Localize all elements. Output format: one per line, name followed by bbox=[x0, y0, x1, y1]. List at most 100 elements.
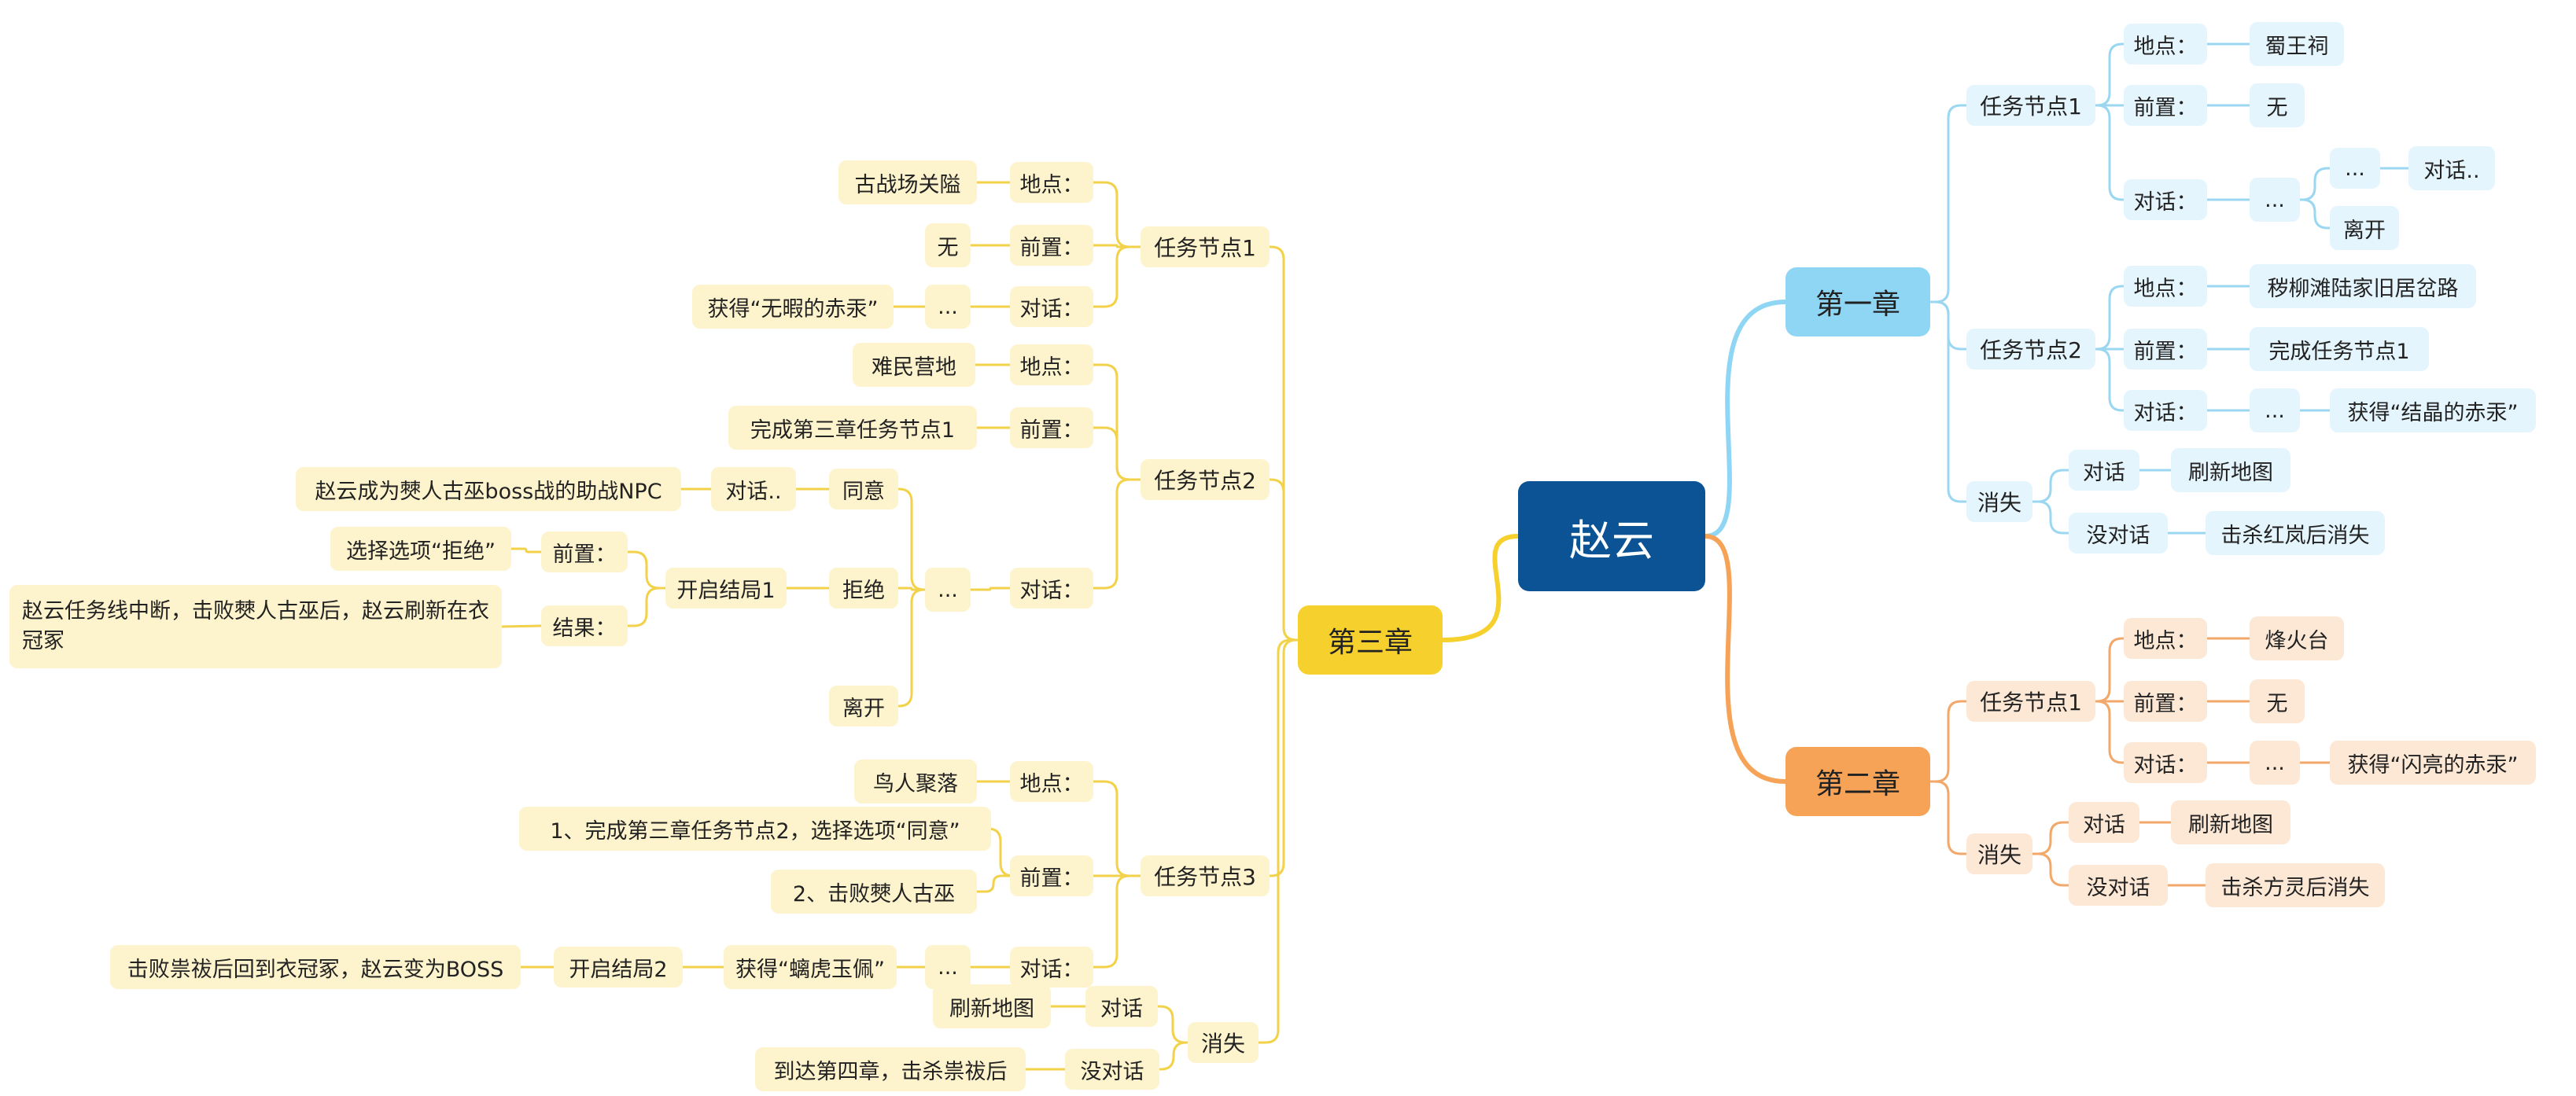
node-c2t1prev[interactable]: 无 bbox=[2250, 679, 2305, 723]
node-c2t1get[interactable]: 获得“闪亮的赤汞” bbox=[2330, 741, 2536, 785]
node-label: 完成任务节点1 bbox=[2268, 339, 2410, 364]
node-c2t1pre[interactable]: 前置： bbox=[2124, 681, 2207, 722]
node-c1t1dlg2[interactable]: 对话.. bbox=[2408, 146, 2495, 190]
node-label: ... bbox=[938, 577, 958, 602]
node-c2t1dlg[interactable]: 对话： bbox=[2124, 742, 2207, 783]
connector-c3t1pre bbox=[1093, 244, 1141, 248]
node-c1t1pre[interactable]: 前置： bbox=[2124, 85, 2207, 126]
node-c3t3prev1[interactable]: 1、完成第三章任务节点2，选择选项“同意” bbox=[519, 807, 991, 851]
node-c2t1dots[interactable]: ... bbox=[2250, 741, 2300, 785]
node-c1t1prev[interactable]: 无 bbox=[2250, 83, 2305, 127]
node-c1talk[interactable]: 对话 bbox=[2069, 450, 2139, 491]
node-c2t1[interactable]: 任务节点1 bbox=[1966, 681, 2095, 722]
node-c3t1dots[interactable]: ... bbox=[925, 285, 971, 329]
node-c1t2get[interactable]: 获得“结晶的赤汞” bbox=[2330, 388, 2536, 432]
node-c3t2[interactable]: 任务节点2 bbox=[1141, 459, 1270, 500]
connector-c1dis bbox=[1930, 300, 1966, 503]
node-label: 消失 bbox=[1200, 1031, 1245, 1057]
node-c1t1locv[interactable]: 蜀王祠 bbox=[2250, 22, 2344, 66]
node-c1t2[interactable]: 任务节点2 bbox=[1966, 329, 2095, 370]
node-c3talk[interactable]: 对话 bbox=[1085, 986, 1158, 1027]
node-c3t1[interactable]: 任务节点1 bbox=[1141, 226, 1270, 267]
node-c1t1[interactable]: 任务节点1 bbox=[1966, 85, 2095, 126]
node-label: ... bbox=[2345, 156, 2365, 181]
node-c3t3[interactable]: 任务节点3 bbox=[1141, 855, 1270, 896]
node-c3t1dlg[interactable]: 对话： bbox=[1010, 286, 1093, 327]
node-c1t1dots[interactable]: ... bbox=[2250, 178, 2300, 222]
node-c3end1prev[interactable]: 选择选项“拒绝” bbox=[330, 527, 511, 571]
node-label: 地点： bbox=[1019, 172, 1084, 197]
connector-c3talk bbox=[1158, 1005, 1188, 1044]
node-label: 对话.. bbox=[725, 479, 782, 504]
connector-c3leave bbox=[898, 588, 925, 708]
node-c1kill[interactable]: 击杀红岚后消失 bbox=[2206, 511, 2385, 555]
connector-c3reject bbox=[898, 587, 925, 591]
node-c3t3get[interactable]: 获得“螭虎玉佩” bbox=[724, 945, 897, 989]
node-c3t2locv[interactable]: 难民营地 bbox=[853, 343, 975, 387]
node-c2dis[interactable]: 消失 bbox=[1966, 833, 2032, 874]
node-c1t2dots[interactable]: ... bbox=[2250, 388, 2300, 432]
connector-c1t2dlg bbox=[2095, 348, 2124, 412]
node-c1notalk[interactable]: 没对话 bbox=[2069, 513, 2168, 554]
node-c1dis[interactable]: 消失 bbox=[1966, 481, 2032, 522]
node-c3t3locv[interactable]: 鸟人聚落 bbox=[854, 759, 977, 804]
node-ch1[interactable]: 第一章 bbox=[1786, 267, 1930, 337]
node-c3t2prev[interactable]: 完成第三章任务节点1 bbox=[728, 406, 977, 450]
node-c1t2dlg[interactable]: 对话： bbox=[2124, 390, 2207, 431]
node-c3end2[interactable]: 开启结局2 bbox=[554, 947, 683, 988]
node-c3t1get[interactable]: 获得“无暇的赤汞” bbox=[692, 285, 894, 329]
node-c2refresh[interactable]: 刷新地图 bbox=[2171, 800, 2290, 844]
node-c3notalkres[interactable]: 到达第四章，击杀祟祓后 bbox=[755, 1047, 1026, 1091]
node-c2notalk[interactable]: 没对话 bbox=[2069, 865, 2168, 906]
node-c3t3loc[interactable]: 地点： bbox=[1010, 761, 1093, 802]
node-c3t1loc[interactable]: 地点： bbox=[1010, 162, 1093, 203]
node-c3refresh[interactable]: 刷新地图 bbox=[933, 984, 1051, 1028]
node-c3t2loc[interactable]: 地点： bbox=[1010, 344, 1093, 385]
node-c1t1dots2[interactable]: ... bbox=[2330, 148, 2380, 189]
node-c3end1[interactable]: 开启结局1 bbox=[665, 568, 787, 609]
node-c1refresh[interactable]: 刷新地图 bbox=[2171, 448, 2290, 492]
node-c3agree[interactable]: 同意 bbox=[829, 469, 898, 509]
node-c3t1pre[interactable]: 前置： bbox=[1010, 225, 1093, 266]
node-c1t1dlg[interactable]: 对话： bbox=[2124, 179, 2207, 220]
node-c3leave[interactable]: 离开 bbox=[829, 686, 898, 726]
node-c1t2pre[interactable]: 前置： bbox=[2124, 329, 2207, 370]
connector-c3t2pre bbox=[1093, 426, 1141, 481]
node-c3t2dlg[interactable]: 对话： bbox=[1010, 568, 1093, 609]
node-ch3[interactable]: 第三章 bbox=[1298, 605, 1443, 675]
node-c3reject[interactable]: 拒绝 bbox=[829, 568, 898, 609]
connector-c3t1dlg bbox=[1093, 245, 1141, 308]
node-c3end1res[interactable]: 结果： bbox=[541, 605, 628, 646]
node-c3t1prev[interactable]: 无 bbox=[925, 223, 971, 267]
node-c2kill[interactable]: 击杀方灵后消失 bbox=[2206, 863, 2385, 907]
node-c3t3prev2[interactable]: 2、击败僰人古巫 bbox=[771, 870, 977, 914]
node-c3end2res[interactable]: 击败祟祓后回到衣冠冢，赵云变为BOSS bbox=[110, 945, 521, 989]
node-c1t1loc[interactable]: 地点： bbox=[2124, 24, 2207, 64]
node-label: 蜀王祠 bbox=[2265, 34, 2329, 59]
node-c3t3pre[interactable]: 前置： bbox=[1010, 855, 1093, 896]
node-label: 任务节点1 bbox=[1980, 690, 2082, 715]
node-c2t1loc[interactable]: 地点： bbox=[2124, 618, 2207, 659]
node-c2talk[interactable]: 对话 bbox=[2069, 802, 2139, 843]
node-c3t3dots[interactable]: ... bbox=[925, 945, 971, 989]
node-c1t2locv[interactable]: 秽柳滩陆家旧居岔路 bbox=[2250, 264, 2476, 308]
node-c2t1locv[interactable]: 烽火台 bbox=[2250, 616, 2344, 660]
node-c3t3dlg[interactable]: 对话： bbox=[1010, 947, 1093, 988]
node-c1t2loc[interactable]: 地点： bbox=[2124, 266, 2207, 307]
node-c1t1leave[interactable]: 离开 bbox=[2330, 206, 2399, 250]
node-c3dis[interactable]: 消失 bbox=[1188, 1022, 1259, 1063]
node-c3end1pre[interactable]: 前置： bbox=[541, 531, 628, 572]
connector-c2notalk bbox=[2032, 852, 2069, 887]
node-label: 对话 bbox=[2083, 812, 2125, 837]
node-ch2[interactable]: 第二章 bbox=[1786, 747, 1930, 816]
node-c3t2dots[interactable]: ... bbox=[925, 568, 971, 612]
node-c3end1resv[interactable]: 赵云任务线中断，击败僰人古巫后，赵云刷新在衣冠冢 bbox=[9, 585, 502, 668]
node-label: 拒绝 bbox=[842, 578, 885, 603]
node-c3t1locv[interactable]: 古战场关隘 bbox=[838, 160, 977, 204]
node-c3agreeres[interactable]: 赵云成为僰人古巫boss战的助战NPC bbox=[296, 467, 681, 511]
node-c3notalk[interactable]: 没对话 bbox=[1065, 1049, 1159, 1090]
node-c3t2pre[interactable]: 前置： bbox=[1010, 407, 1093, 448]
node-c1t2prev[interactable]: 完成任务节点1 bbox=[2250, 327, 2429, 371]
node-root[interactable]: 赵云 bbox=[1518, 481, 1705, 591]
node-c3agreedlg[interactable]: 对话.. bbox=[711, 467, 796, 511]
